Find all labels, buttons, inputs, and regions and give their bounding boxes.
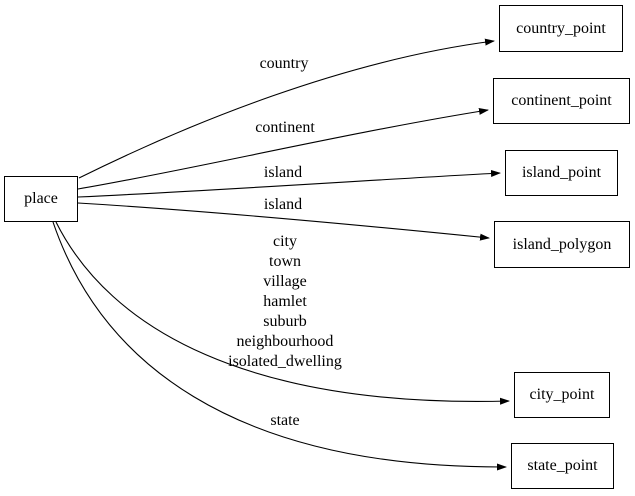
edge-place-country-point xyxy=(78,38,495,179)
node-continent-point: continent_point xyxy=(493,78,630,124)
node-place: place xyxy=(4,176,78,222)
node-label: place xyxy=(24,190,58,207)
edge-label-city-group: city town village hamlet suburb neighbou… xyxy=(228,233,342,370)
edge-place-state-point xyxy=(52,221,507,471)
edge-place-island-point xyxy=(77,169,501,198)
edge-label-state: state xyxy=(270,412,300,429)
node-country-point: country_point xyxy=(499,5,623,52)
edge-label-island-point: island xyxy=(263,164,303,181)
node-label: city_point xyxy=(529,386,595,403)
node-label: country_point xyxy=(516,19,606,37)
node-label: continent_point xyxy=(511,92,612,109)
node-label: island_point xyxy=(521,164,602,181)
node-island-point: island_point xyxy=(505,150,618,196)
edge-place-city-point xyxy=(55,221,510,405)
edge-place-island-polygon xyxy=(77,202,490,241)
edge-label-country: country xyxy=(259,55,309,72)
edge-label-continent: continent xyxy=(255,119,315,136)
node-city-point: city_point xyxy=(514,372,610,418)
node-label: island_polygon xyxy=(512,235,612,253)
node-island-polygon: island_polygon xyxy=(494,221,630,268)
edge-place-continent-point xyxy=(77,107,489,190)
edge-label-island-polygon: island xyxy=(263,196,303,213)
node-state-point: state_point xyxy=(511,443,614,489)
node-label: state_point xyxy=(527,457,598,474)
